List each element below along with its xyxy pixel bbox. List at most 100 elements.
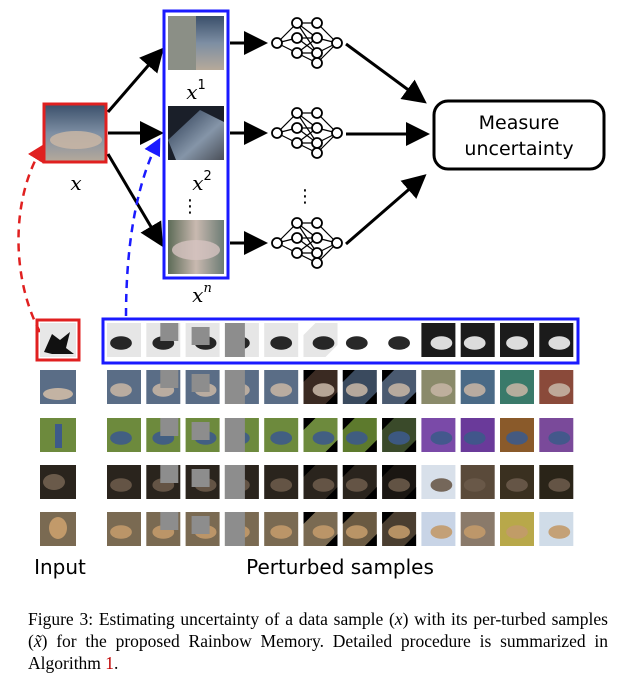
sample-image-2 — [168, 106, 224, 160]
perturbed-thumbnail — [146, 418, 181, 452]
perturbed-thumbnail — [382, 323, 417, 357]
blue-dashed-link — [124, 137, 161, 317]
perturbed-thumbnail — [382, 512, 417, 546]
measure-label-line1: Measure — [479, 112, 560, 134]
neural-network-icon-2 — [271, 107, 343, 159]
perturbed-thumbnail — [342, 512, 377, 546]
perturbed-thumbnail — [107, 418, 141, 452]
input-row-3-deer — [40, 418, 76, 452]
input-row-1-bird — [35, 318, 81, 362]
input-column-label: Input — [34, 555, 86, 579]
perturbed-thumbnail — [342, 370, 377, 404]
perturbed-thumbnail — [460, 512, 495, 546]
perturbed-thumbnail — [303, 465, 338, 499]
perturbed-thumbnail — [421, 418, 456, 452]
perturbed-thumbnail — [264, 418, 299, 452]
perturbed-thumbnail — [303, 370, 338, 404]
input-row-4-cat — [40, 465, 76, 499]
sample-label-1: x1 — [186, 78, 206, 104]
perturbed-thumbnail — [107, 370, 141, 404]
perturbed-thumbnail — [107, 323, 141, 357]
perturbed-thumbnail — [460, 418, 495, 452]
perturbed-thumbnail — [342, 465, 377, 499]
input-x-label: x — [70, 171, 81, 195]
column-ellipsis: ⋮ — [181, 196, 199, 217]
perturbed-samples-label: Perturbed samples — [246, 555, 434, 579]
caption-part4: . — [114, 653, 119, 673]
perturbed-thumbnail — [342, 418, 377, 452]
perturbed-thumbnail — [421, 512, 456, 546]
neural-network-icon-1 — [271, 17, 343, 69]
perturbed-thumbnail — [421, 465, 456, 499]
sample-label-n: xn — [192, 281, 212, 307]
sample-image-1 — [168, 16, 224, 70]
caption-algorithm-ref[interactable]: 1 — [105, 653, 115, 673]
perturbed-thumbnail — [539, 465, 574, 499]
perturbed-thumbnail — [460, 323, 495, 357]
perturbed-thumbnail — [460, 465, 495, 499]
perturbed-thumbnail — [460, 370, 495, 404]
sample-image-n — [168, 220, 224, 274]
perturbed-thumbnail — [146, 370, 181, 404]
perturbed-thumbnail — [500, 418, 534, 452]
perturbed-thumbnail — [264, 512, 299, 546]
perturbed-thumbnail — [382, 370, 417, 404]
perturbed-thumbnail — [146, 323, 181, 357]
perturbed-thumbnail — [303, 418, 338, 452]
perturbed-thumbnail — [500, 512, 534, 546]
caption-label: Figure 3: — [28, 609, 94, 629]
caption-var-xtilde: x̃ — [33, 631, 42, 651]
perturbed-thumbnail — [303, 512, 338, 546]
perturbed-thumbnail — [500, 465, 534, 499]
perturbed-thumbnail — [539, 370, 574, 404]
branch-arrows — [106, 47, 164, 248]
red-dashed-link — [17, 143, 45, 333]
perturbed-thumbnail — [224, 465, 259, 499]
perturbed-sample-column — [162, 9, 230, 280]
perturbed-thumbnail — [146, 465, 181, 499]
perturbed-thumbnail — [264, 323, 299, 357]
network-ellipsis: ⋮ — [296, 186, 314, 207]
perturbed-thumbnail — [303, 323, 338, 357]
perturbed-thumbnail — [539, 323, 574, 357]
perturbed-thumbnail — [264, 370, 299, 404]
perturbed-thumbnail — [107, 512, 141, 546]
perturbed-thumbnail — [107, 465, 141, 499]
perturbed-thumbnail — [185, 465, 220, 499]
perturbed-thumbnail — [185, 418, 220, 452]
input-column — [35, 318, 81, 546]
figure-caption: Figure 3: Estimating uncertainty of a da… — [28, 608, 608, 674]
perturbed-thumbnail — [342, 323, 377, 357]
perturbed-row-1-highlight — [101, 317, 580, 365]
perturbed-thumbnail — [382, 418, 417, 452]
caption-part1: Estimating uncertainty of a data sample … — [93, 609, 395, 629]
measure-arrows — [345, 42, 430, 246]
sample-label-2: x2 — [192, 169, 212, 195]
perturbed-thumbnail — [264, 465, 299, 499]
caption-var-x: x — [394, 609, 403, 629]
input-row-2-car — [40, 370, 76, 404]
caption-part2: ) with its per-turbed samples ( — [28, 609, 608, 651]
perturbed-thumbnail — [185, 370, 220, 404]
input-row-5-deer — [40, 512, 76, 546]
perturbed-thumbnail — [382, 465, 417, 499]
perturbed-thumbnail — [146, 512, 181, 546]
perturbed-thumbnail — [185, 512, 220, 546]
perturbed-thumbnail — [224, 418, 259, 452]
perturbed-thumbnail — [421, 323, 456, 357]
perturbed-thumbnail — [500, 370, 534, 404]
input-image-x — [42, 102, 108, 164]
measure-uncertainty-box: Measure uncertainty — [432, 99, 606, 171]
perturbed-grid — [107, 323, 574, 546]
measure-label-line2: uncertainty — [464, 138, 573, 160]
perturbed-thumbnail — [224, 323, 259, 357]
figure-diagram: x x1 x2 ⋮ xn — [17, 9, 606, 579]
perturbed-thumbnail — [224, 370, 259, 404]
perturbed-thumbnail — [224, 512, 259, 546]
network-input-arrows — [230, 31, 268, 255]
perturbed-thumbnail — [539, 512, 574, 546]
neural-network-icon-n — [271, 217, 343, 269]
perturbed-thumbnail — [421, 370, 456, 404]
caption-part3: ) for the proposed Rainbow Memory. Detai… — [28, 631, 608, 673]
perturbed-thumbnail — [185, 323, 220, 357]
